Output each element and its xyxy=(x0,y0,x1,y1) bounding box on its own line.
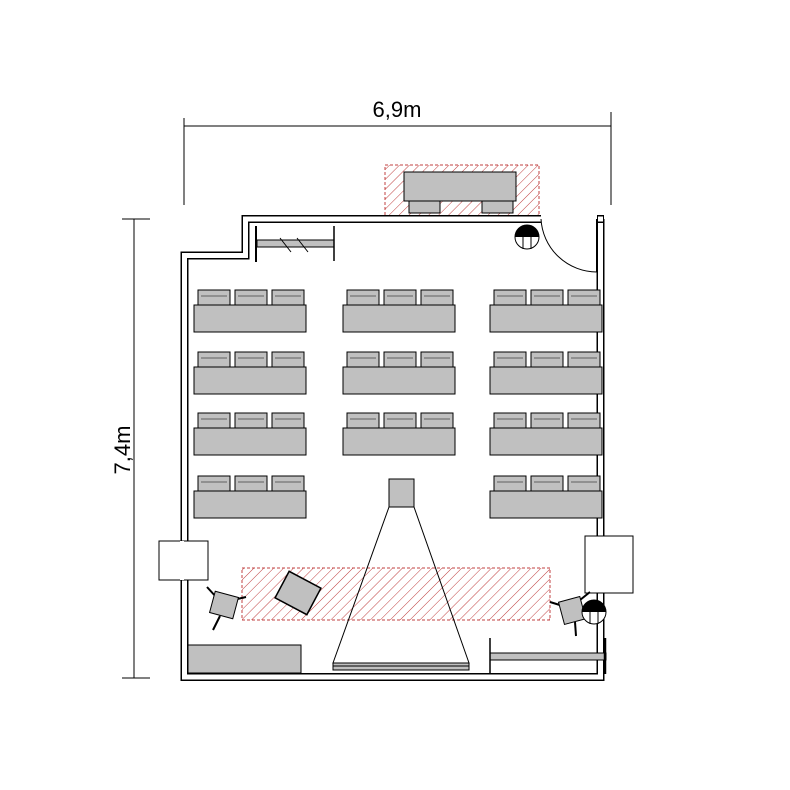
table-group xyxy=(193,475,307,519)
chair xyxy=(530,475,564,492)
table-group xyxy=(489,351,603,395)
table-group xyxy=(193,412,307,456)
seating-tables xyxy=(193,289,603,519)
bench xyxy=(489,638,607,674)
chair xyxy=(567,351,601,368)
table-group xyxy=(193,351,307,395)
chair xyxy=(197,289,231,306)
table xyxy=(193,490,307,519)
table xyxy=(489,366,603,395)
chair xyxy=(383,351,417,368)
stage-area xyxy=(241,567,551,621)
door[interactable] xyxy=(540,218,598,273)
chair xyxy=(383,412,417,429)
table-group xyxy=(489,475,603,519)
chair xyxy=(271,412,305,429)
chair xyxy=(234,412,268,429)
chair xyxy=(271,475,305,492)
height-label: 7,4m xyxy=(110,426,135,475)
chair xyxy=(197,351,231,368)
table xyxy=(489,304,603,333)
chair xyxy=(567,289,601,306)
table xyxy=(342,304,456,333)
chair xyxy=(493,412,527,429)
width-dimension: 6,9m xyxy=(183,97,612,205)
table xyxy=(489,490,603,519)
chair xyxy=(197,412,231,429)
chair xyxy=(530,351,564,368)
table xyxy=(193,304,307,333)
chair xyxy=(271,289,305,306)
speaker-icon xyxy=(514,224,540,250)
chair xyxy=(493,475,527,492)
chair xyxy=(234,289,268,306)
chair xyxy=(420,289,454,306)
coat-rack xyxy=(255,226,335,262)
table xyxy=(193,366,307,395)
speaker-icon xyxy=(581,599,607,625)
table xyxy=(193,427,307,456)
camera-right-icon xyxy=(549,591,591,637)
chair xyxy=(346,351,380,368)
chair xyxy=(567,475,601,492)
chair xyxy=(493,351,527,368)
lectern-table xyxy=(274,570,322,616)
chair xyxy=(530,289,564,306)
chair xyxy=(346,289,380,306)
table-group xyxy=(342,351,456,395)
table xyxy=(342,366,456,395)
table xyxy=(342,427,456,456)
table-group xyxy=(489,412,603,456)
height-dimension: 7,4m xyxy=(110,218,150,679)
chair xyxy=(197,475,231,492)
table-group xyxy=(342,289,456,333)
chair xyxy=(271,351,305,368)
reception-area xyxy=(384,164,540,217)
chair xyxy=(383,289,417,306)
chair xyxy=(567,412,601,429)
table xyxy=(489,427,603,456)
width-label: 6,9m xyxy=(373,97,422,122)
table-group xyxy=(342,412,456,456)
chair xyxy=(493,289,527,306)
chair xyxy=(420,412,454,429)
table-group xyxy=(193,289,307,333)
chair xyxy=(346,412,380,429)
chair xyxy=(530,412,564,429)
table-group xyxy=(489,289,603,333)
projection-screen xyxy=(332,662,470,671)
chair xyxy=(420,351,454,368)
camera-left-icon xyxy=(206,586,247,631)
chair xyxy=(234,351,268,368)
sideboard xyxy=(187,644,302,674)
walls xyxy=(158,215,634,681)
chair xyxy=(234,475,268,492)
